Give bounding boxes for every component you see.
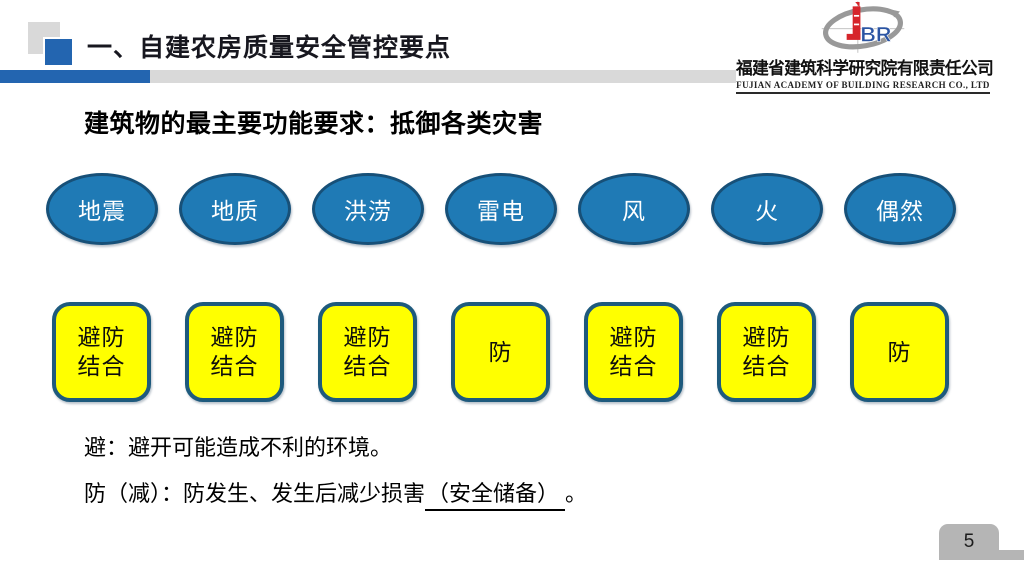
hazard-bubble: 偶然 (844, 173, 956, 245)
note-text: 防（减）：防发生、发生后减少损害 (84, 481, 426, 506)
measure-label: 结合 (609, 353, 658, 379)
measure-label: 避防 (210, 324, 259, 350)
measure-box: 避防结合 (52, 302, 151, 402)
measure-box: 避防结合 (584, 302, 683, 402)
page-number: 5 (963, 531, 975, 552)
hazard-bubble: 地震 (46, 173, 158, 245)
header-divider-blue (0, 70, 150, 83)
measure-box: 避防结合 (717, 302, 816, 402)
measure-box: 避防结合 (318, 302, 417, 402)
measure-label: 避防 (609, 324, 658, 350)
company-name-en: FUJIAN ACADEMY OF BUILDING RESEARCH CO.,… (736, 80, 990, 94)
measure-box: 避防结合 (185, 302, 284, 402)
measure-label: 结合 (742, 353, 791, 379)
page-number-bar (999, 550, 1024, 560)
building-research-globe-icon: BR (821, 1, 905, 53)
note-text: 。 (565, 481, 588, 506)
measure-label: 防 (488, 338, 513, 365)
hazard-bubble: 风 (578, 173, 690, 245)
measure-box: 防 (451, 302, 550, 402)
note-line-2: 防（减）：防发生、发生后减少损害（安全储备）。 (84, 476, 587, 511)
hazard-bubble: 火 (711, 173, 823, 245)
measure-label: 结合 (77, 353, 126, 379)
note-line-1: 避：避开可能造成不利的环境。 (84, 430, 392, 462)
hazard-label: 地震 (78, 198, 126, 224)
svg-text:BR: BR (860, 23, 892, 47)
measure-label: 结合 (210, 353, 259, 379)
measure-box: 防 (850, 302, 949, 402)
slide-heading: 建筑物的最主要功能要求：抵御各类灾害 (84, 110, 544, 138)
header-divider-grey (150, 70, 738, 83)
page-number-tab: 5 (939, 524, 999, 560)
decor-square-blue (43, 37, 74, 67)
measure-label: 避防 (742, 324, 791, 350)
hazard-label: 地质 (211, 198, 259, 224)
hazard-label: 火 (755, 198, 779, 224)
hazard-label: 风 (622, 198, 646, 224)
hazard-label: 偶然 (876, 198, 924, 224)
measure-label: 避防 (77, 324, 126, 350)
hazard-label: 雷电 (477, 198, 525, 224)
hazard-bubble: 雷电 (445, 173, 557, 245)
hazard-label: 洪涝 (344, 198, 392, 224)
hazard-bubble: 地质 (179, 173, 291, 245)
measure-label: 结合 (343, 353, 392, 379)
measure-label: 避防 (343, 324, 392, 350)
company-name-cn: 福建省建筑科学研究院有限责任公司 (736, 59, 994, 78)
company-logo: BR 福建省建筑科学研究院有限责任公司 FUJIAN ACADEMY OF BU… (736, 1, 994, 94)
slide-title: 一、自建农房质量安全管控要点 (87, 34, 452, 62)
hazard-bubble: 洪涝 (312, 173, 424, 245)
measure-label: 防 (887, 338, 912, 365)
note-text: 避：避开可能造成不利的环境。 (84, 435, 393, 460)
underlined-term: （安全储备） (425, 476, 566, 511)
